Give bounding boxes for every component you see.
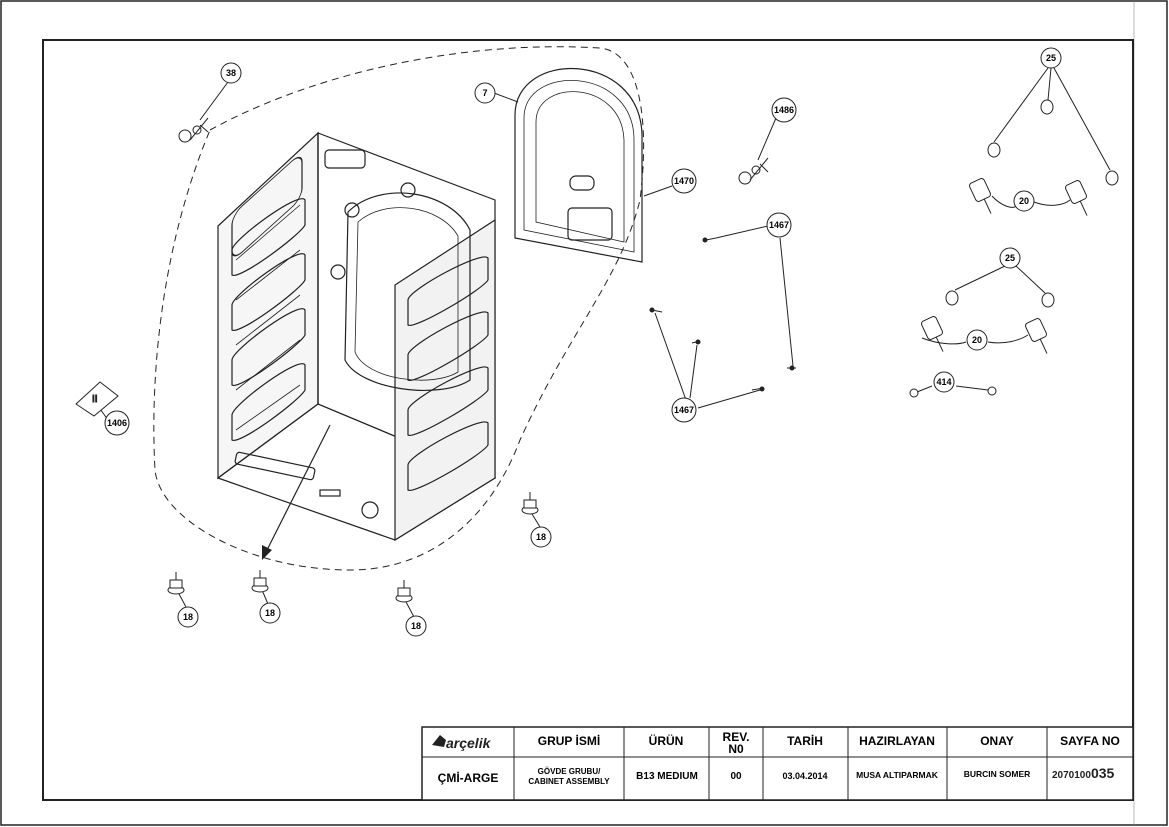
arcelik-logo-icon <box>432 735 446 747</box>
svg-text:1406: 1406 <box>107 418 127 428</box>
callout-1470: 1470 <box>671 168 697 194</box>
svg-text:20: 20 <box>1019 196 1029 206</box>
manual-document-1406: II <box>75 381 119 417</box>
header-rev-2: N0 <box>728 742 744 756</box>
svg-text:1467: 1467 <box>769 220 789 230</box>
cable-clip-38 <box>178 117 209 143</box>
sheet-number: 2070100035 <box>1052 765 1115 781</box>
svg-text:II: II <box>92 394 98 405</box>
callout-18-a: 18 <box>177 606 199 628</box>
callout-38: 38 <box>220 62 242 84</box>
approved-value: BURCIN SOMER <box>964 769 1031 779</box>
door-frame-panel <box>514 67 643 263</box>
callout-18-d: 18 <box>530 526 552 548</box>
group-line1: GÖVDE GRUBU/ <box>538 767 601 776</box>
callout-1467-top: 1467 <box>766 212 792 238</box>
drawing-frame <box>42 39 1134 801</box>
header-sheet: SAYFA NO <box>1060 734 1120 748</box>
svg-text:38: 38 <box>226 68 236 78</box>
header-prepared: HAZIRLAYAN <box>859 734 935 748</box>
svg-text:414: 414 <box>936 377 951 387</box>
svg-text:1467: 1467 <box>674 405 694 415</box>
assembly-dashed-outline <box>153 46 645 571</box>
callout-20-top: 20 <box>1013 190 1035 212</box>
leader-lines <box>97 67 1111 618</box>
feet-18 <box>167 492 539 603</box>
svg-text:1486: 1486 <box>774 105 794 115</box>
cabinet-body <box>216 131 497 542</box>
callout-1406: 1406 <box>104 410 130 436</box>
shock-absorbers <box>909 99 1119 398</box>
svg-text:1470: 1470 <box>674 176 694 186</box>
callout-1486: 1486 <box>771 97 797 123</box>
callout-1467-bottom: 1467 <box>671 397 697 423</box>
svg-text:7: 7 <box>482 88 487 98</box>
date-value: 03.04.2014 <box>782 771 827 781</box>
header-approved: ONAY <box>980 734 1014 748</box>
header-rev-1: REV. <box>723 730 750 744</box>
svg-text:20: 20 <box>972 335 982 345</box>
callout-18-b: 18 <box>259 602 281 624</box>
cable-clip-1486 <box>738 157 769 185</box>
callout-18-c: 18 <box>405 615 427 637</box>
svg-text:18: 18 <box>265 608 275 618</box>
callout-25-top: 25 <box>1040 47 1062 69</box>
svg-text:25: 25 <box>1046 53 1056 63</box>
group-line2: CABINET ASSEMBLY <box>528 777 610 786</box>
title-block: arçelik ÇMİ-ARGE GRUP İSMİ GÖVDE GRUBU/ … <box>421 726 1134 801</box>
svg-text:18: 18 <box>183 612 193 622</box>
callout-414: 414 <box>933 371 955 393</box>
header-product: ÜRÜN <box>649 733 684 748</box>
brand-logo: arçelik <box>446 735 492 751</box>
callout-7: 7 <box>474 82 496 104</box>
svg-text:18: 18 <box>536 532 546 542</box>
screws-1467 <box>649 237 796 392</box>
rev-value: 00 <box>730 771 742 782</box>
callouts: 38 7 1486 1470 1467 1467 25 20 25 20 414… <box>104 47 1062 637</box>
svg-text:25: 25 <box>1005 253 1015 263</box>
product-value: B13 MEDIUM <box>636 771 698 782</box>
callout-25-mid: 25 <box>999 247 1021 269</box>
company-name: ÇMİ-ARGE <box>438 770 499 785</box>
svg-text:18: 18 <box>411 621 421 631</box>
header-date: TARİH <box>787 733 823 748</box>
header-group: GRUP İSMİ <box>538 733 600 748</box>
callout-20-mid: 20 <box>966 329 988 351</box>
prepared-value: MUSA ALTIPARMAK <box>856 770 939 780</box>
